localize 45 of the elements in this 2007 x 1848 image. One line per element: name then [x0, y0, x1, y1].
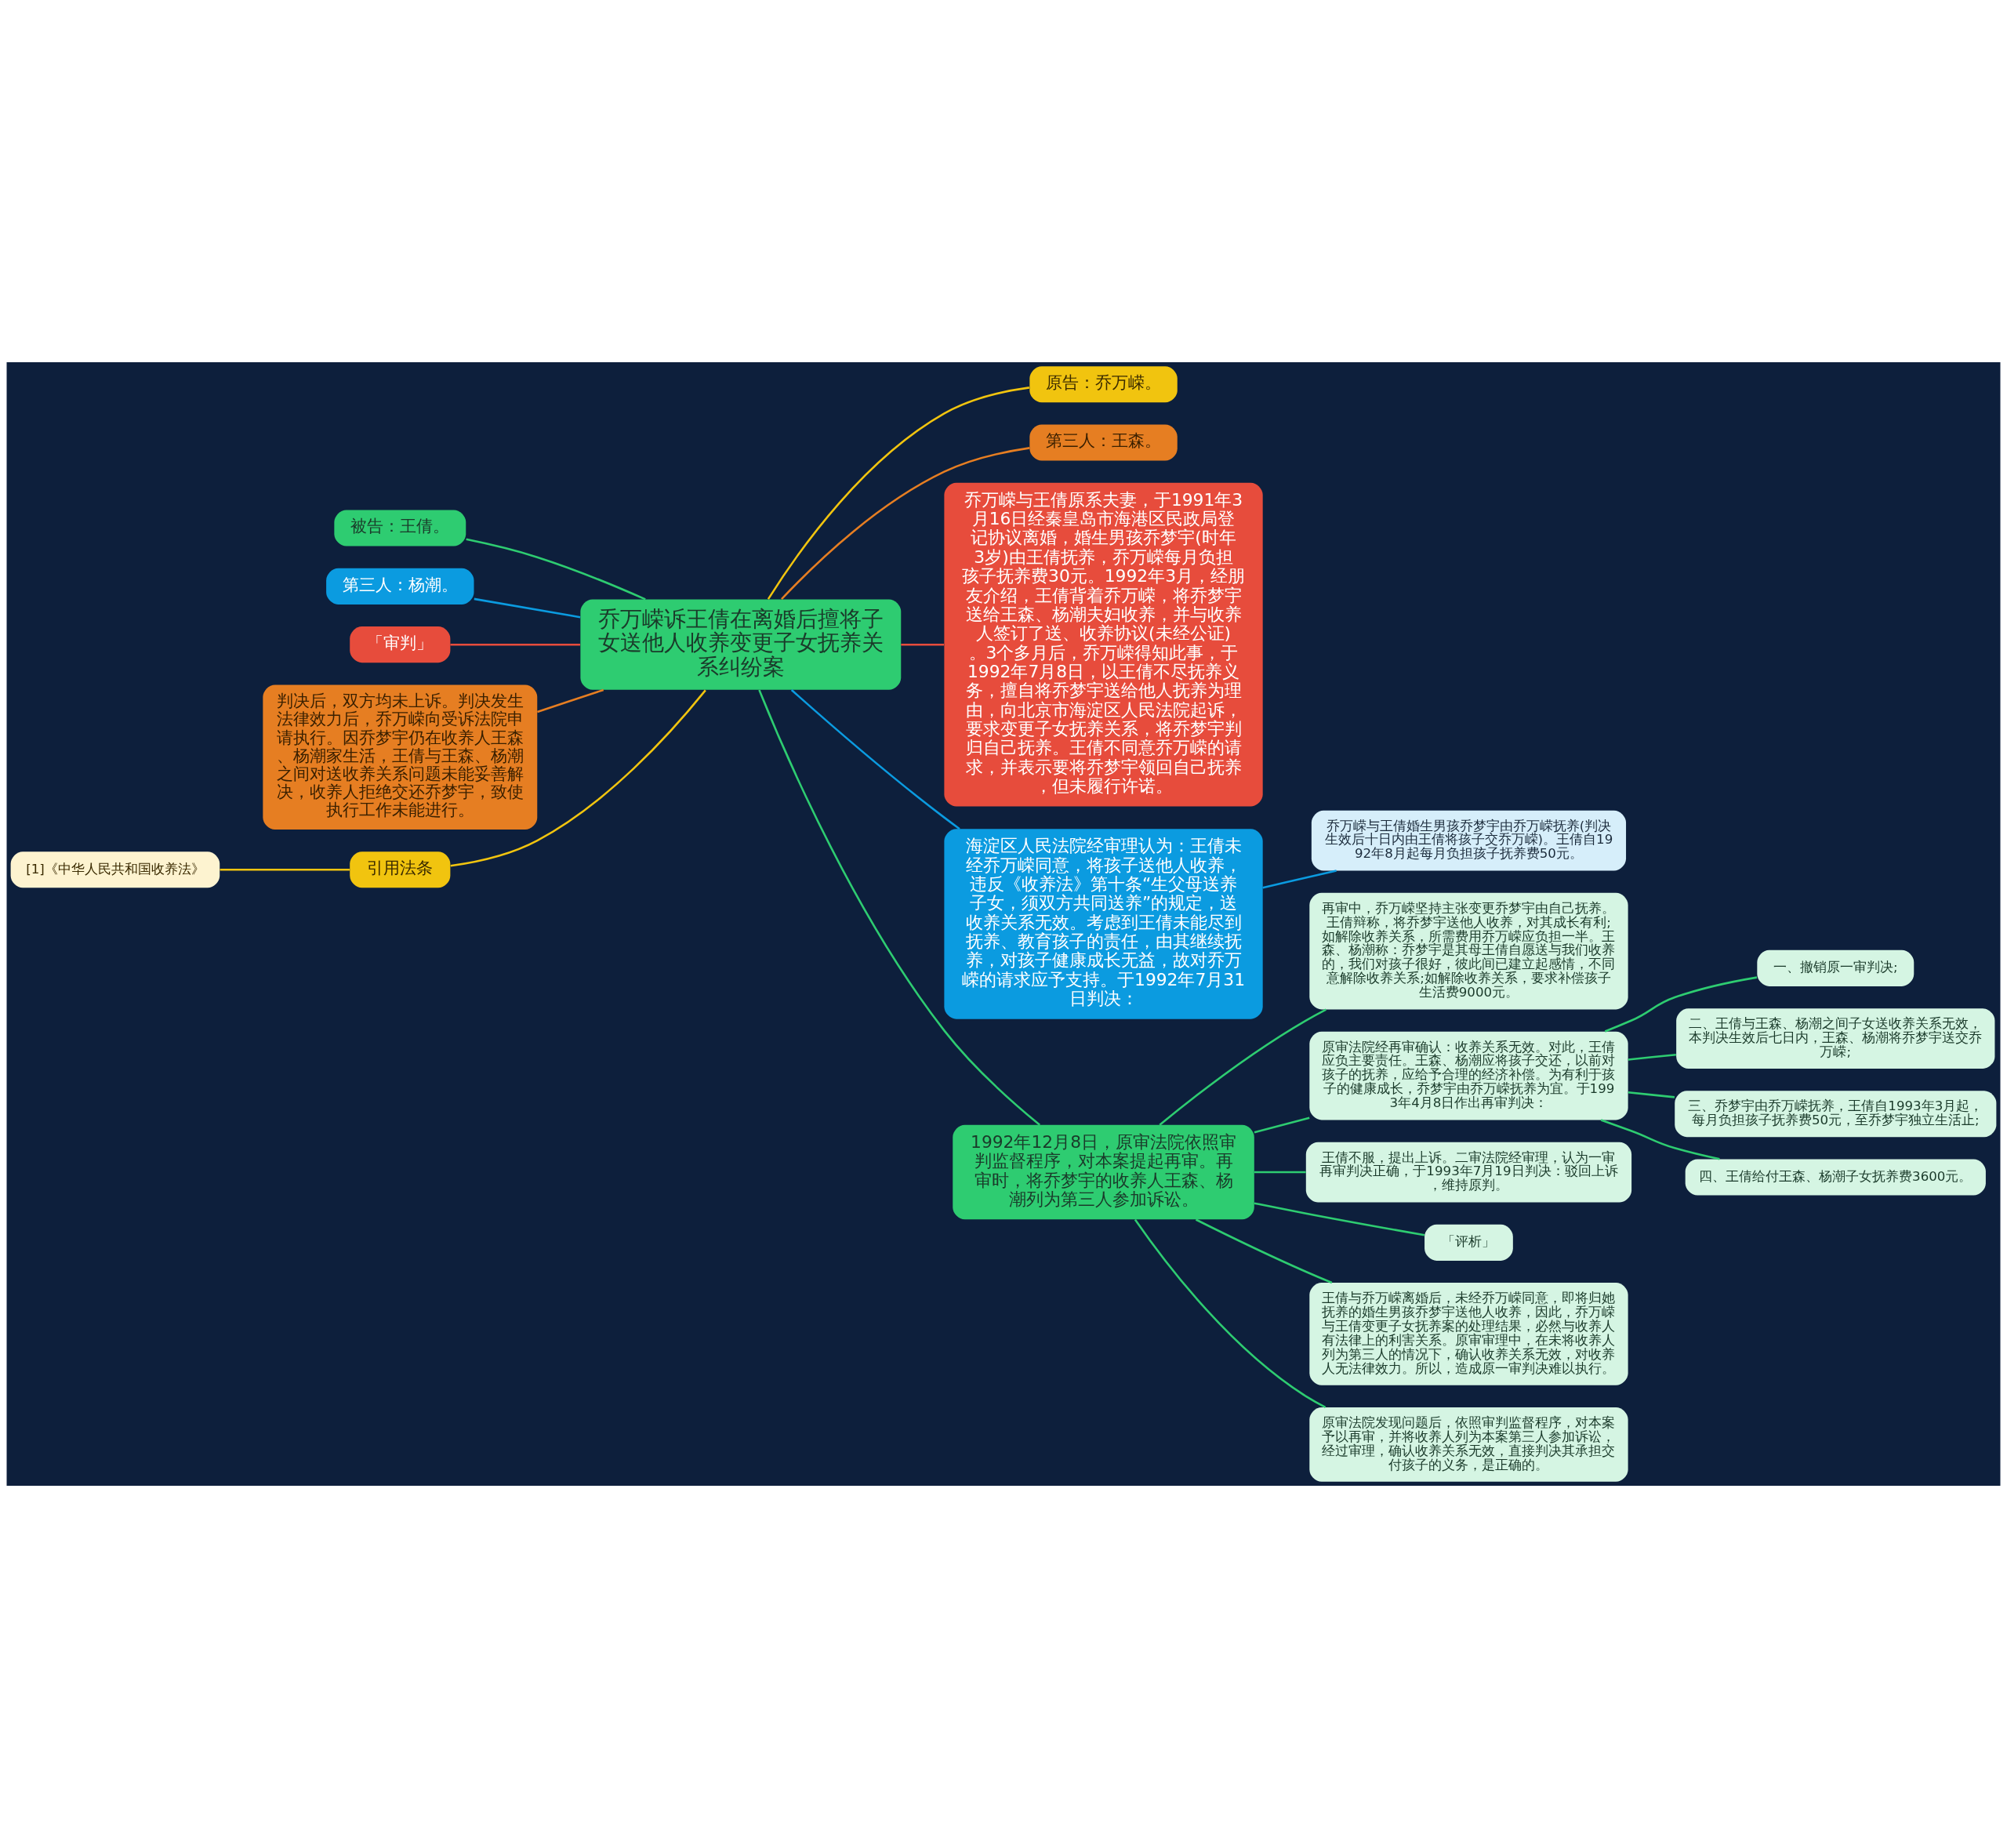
connector — [758, 689, 1041, 1126]
connector — [1254, 1116, 1310, 1134]
connector — [220, 869, 350, 871]
node-box: 海淀区人民法院经审理认为：王倩未经乔万嵘同意，将孩子送他人收养，违反《收养法》第十条“生父母送养子女，须双方共同送养”的规定，送收养关系无效。考虑到王倩未能尽到抚养、教育孩子的责任，由其继续抚养，对孩子健康成长无益，故对乔万嵘的请求应予支持。于1992年7月31日判决： — [944, 829, 1263, 1019]
connector — [1254, 1171, 1306, 1174]
node-box: 二、王倩与王森、杨潮之间子女送收养关系无效，本判决生效后七日内，王森、杨潮将乔梦宇送交乔万嵘; — [1676, 1008, 1995, 1069]
node-box: 乔万嵘诉王倩在离婚后擅将子女送他人收养变更子女抚养关系纠纷案 — [580, 599, 902, 690]
connector — [1600, 1119, 1720, 1160]
connector — [901, 643, 944, 646]
connector — [781, 447, 1030, 601]
connector — [1254, 1202, 1425, 1236]
node-box: 四、王倩给付王森、杨潮子女抚养费3600元。 — [1685, 1159, 1986, 1196]
node-box: 王倩不服，提出上诉。二审法院经审理，认为一审再审判决正确，于1993年7月19日判决：驳回上诉，维持原判。 — [1305, 1142, 1632, 1203]
connector — [450, 689, 706, 867]
node-box: 引用法条 — [350, 851, 451, 888]
node-box: 第三人：王森。 — [1029, 424, 1178, 461]
connector — [1134, 1218, 1327, 1408]
node-box: 乔万嵘与王倩婚生男孩乔梦宇由乔万嵘抚养(判决生效后十日内由王倩将孩子交乔万嵘)。王倩自1992年8月起每月负担孩子抚养费50元。 — [1311, 810, 1627, 871]
node-box: 王倩与乔万嵘离婚后，未经乔万嵘同意，即将归她抚养的婚生男孩乔梦宇送他人收养，因此，乔万嵘与王倩变更子女抚养案的处理结果，必然与收养人有法律上的利害关系。原审审理中，在未将收养人列为第三人的情况下，确认收养关系无效，对收养人无法律效力。所以，造成原一审判决难以执行。 — [1309, 1283, 1628, 1385]
connector — [767, 387, 1030, 600]
node-box: 「审判」 — [350, 626, 451, 663]
connector — [474, 597, 581, 619]
node-box: 三、乔梦宇由乔万嵘抚养，王倩自1993年3月起，每月负担孩子抚养费50元，至乔梦宇独立生活止; — [1675, 1091, 1997, 1138]
node-box: 第三人：杨潮。 — [326, 568, 474, 605]
connector — [790, 689, 960, 830]
node-box: 原审法院发现问题后，依照审判监督程序，对本案予以再审，并将收养人列为本案第三人参加诉讼，经过审理，确认收养关系无效，直接判决其承担交付孩子的义务，是正确的。 — [1309, 1407, 1628, 1482]
connector — [1628, 1091, 1675, 1098]
connector — [1628, 1053, 1676, 1061]
node-box: 「评析」 — [1424, 1224, 1513, 1261]
node-box: 被告：王倩。 — [334, 510, 466, 546]
node-box: [1]《中华人民共和国收养法》 — [10, 851, 220, 888]
node-box: 再审中，乔万嵘坚持主张变更乔梦宇由自己抚养。王倩辩称，将乔梦宇送他人收养，对其成长有利;如解除收养关系，所需费用乔万嵘应负担一半。王森、杨潮称：乔梦宇是其母王倩自愿送与我们收养的，我们对孩子很好，彼此间已建立起感情，不同意解除收养关系;如解除收养关系，要求补偿孩子生活费9000元。 — [1309, 892, 1628, 1010]
connector — [537, 688, 604, 713]
connector — [1262, 870, 1337, 889]
connector — [450, 643, 580, 646]
node-box: 一、撤销原一审判决; — [1757, 949, 1914, 986]
node-box: 原告：乔万嵘。 — [1029, 366, 1178, 403]
node-box: 乔万嵘与王倩原系夫妻，于1991年3月16日经秦皇岛市海港区民政局登记协议离婚，婚生男孩乔梦宇(时年3岁)由王倩抚养，乔万嵘每月负担孩子抚养费30元。1992年3月，经朋友介绍，王倩背着乔万嵘，将乔梦宇送给王森、杨潮夫妇收养，并与收养人签订了送、收养协议(未经公证)。3个多月后，乔万嵘得知此事，于1992年7月8日，以王倩不尽抚养义务，擅自将乔梦宇送给他人抚养为理由，向北京市海淀区人民法院起诉，要求变更子女抚养关系，将乔梦宇判归自己抚养。王倩不同意乔万嵘的请求，并表示要将乔梦宇领回自己抚养，但未履行许诺。 — [944, 482, 1263, 807]
connector — [1195, 1218, 1333, 1284]
connector — [1604, 976, 1758, 1033]
node-box: 1992年12月8日，原审法院依照审判监督程序，对本案提起再审。再审时，将乔梦宇的收养人王森、杨潮列为第三人参加诉讼。 — [953, 1124, 1254, 1220]
node-box: 判决后，双方均未上诉。判决发生法律效力后，乔万嵘向受诉法院申请执行。因乔梦宇仍在收养人王森、杨潮家生活，王倩与王森、杨潮之间对送收养关系问题未能妥善解决，收养人拒绝交还乔梦宇，致使执行工作未能进行。 — [263, 684, 538, 830]
node-box: 原审法院经再审确认：收养关系无效。对此，王倩应负主要责任。王森、杨潮应将孩子交还，以前对孩子的抚养，应给予合理的经济补偿。为有利于孩子的健康成长，乔梦宇由乔万嵘抚养为宜。于1993年4月8日作出再审判决： — [1309, 1031, 1628, 1120]
connector — [1159, 1008, 1327, 1126]
connector — [466, 538, 646, 601]
